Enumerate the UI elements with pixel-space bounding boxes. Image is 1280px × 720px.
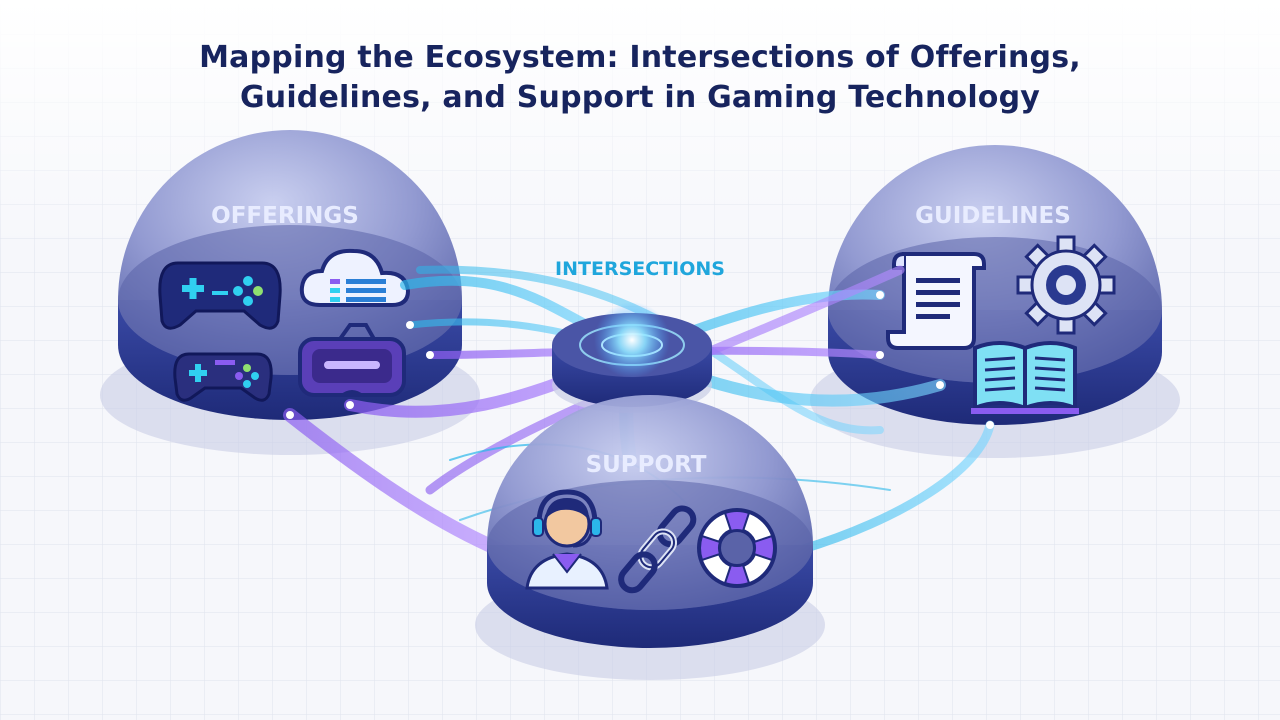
support-label: SUPPORT [586, 452, 707, 478]
offerings-node: OFFERINGS [100, 130, 480, 455]
intersections-label: INTERSECTIONS [555, 258, 725, 280]
document-scroll-icon [886, 252, 986, 350]
intersections-hub: INTERSECTIONS [552, 258, 725, 413]
chain-link-icon [618, 505, 697, 594]
support-agent-icon [525, 489, 609, 590]
lifebuoy-icon [697, 508, 777, 588]
support-node: SUPPORT [475, 395, 825, 680]
gear-icon [1016, 235, 1116, 335]
gamepad-small-icon [173, 352, 273, 402]
page-title: Mapping the Ecosystem: Intersections of … [0, 38, 1280, 118]
gamepad-icon [158, 261, 282, 330]
offerings-label: OFFERINGS [211, 203, 359, 229]
title-line-2: Guidelines, and Support in Gaming Techno… [239, 80, 1041, 115]
guidelines-node: GUIDELINES [810, 145, 1180, 458]
vr-headset-icon [298, 323, 406, 397]
cloud-server-icon [299, 248, 411, 307]
guidelines-label: GUIDELINES [915, 203, 1071, 229]
title-line-1: Mapping the Ecosystem: Intersections of … [199, 40, 1081, 75]
open-book-icon [971, 341, 1079, 414]
